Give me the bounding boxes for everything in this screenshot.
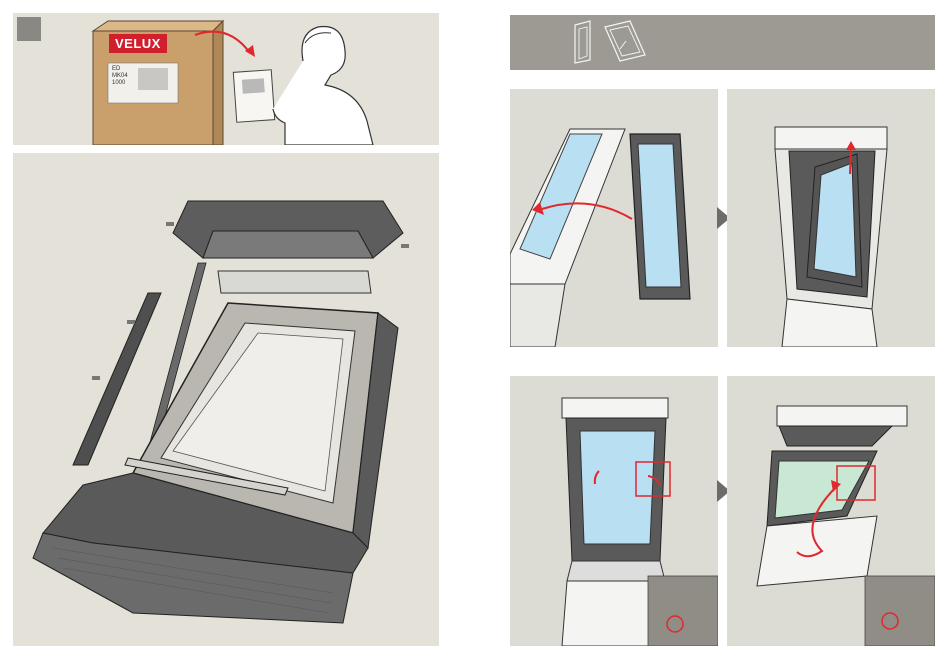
section-header-bar xyxy=(510,15,935,70)
flashing-kit-exploded-illustration xyxy=(13,153,439,646)
box-label-line: 1000 xyxy=(112,80,128,87)
unpacking-panel: VELUX ED MK04 1000 xyxy=(13,13,439,145)
remove-sash-panel xyxy=(510,89,718,347)
release-hinge-panel xyxy=(510,376,718,646)
velux-logo-text: VELUX xyxy=(115,36,161,51)
swing-sash-illustration xyxy=(727,376,935,646)
release-hinge-illustration xyxy=(510,376,718,646)
flashing-kit-panel xyxy=(13,153,439,646)
velux-logo: VELUX xyxy=(109,34,167,53)
box-label-line: MK04 xyxy=(112,73,128,80)
unpacking-illustration xyxy=(13,13,439,145)
tilt-sash-illustration xyxy=(727,89,935,347)
window-pair-icon xyxy=(570,15,670,70)
tilt-sash-panel xyxy=(727,89,935,347)
remove-sash-illustration xyxy=(510,89,718,347)
box-label-line: ED xyxy=(112,66,128,73)
swing-sash-panel xyxy=(727,376,935,646)
box-product-label: ED MK04 1000 xyxy=(112,66,128,87)
